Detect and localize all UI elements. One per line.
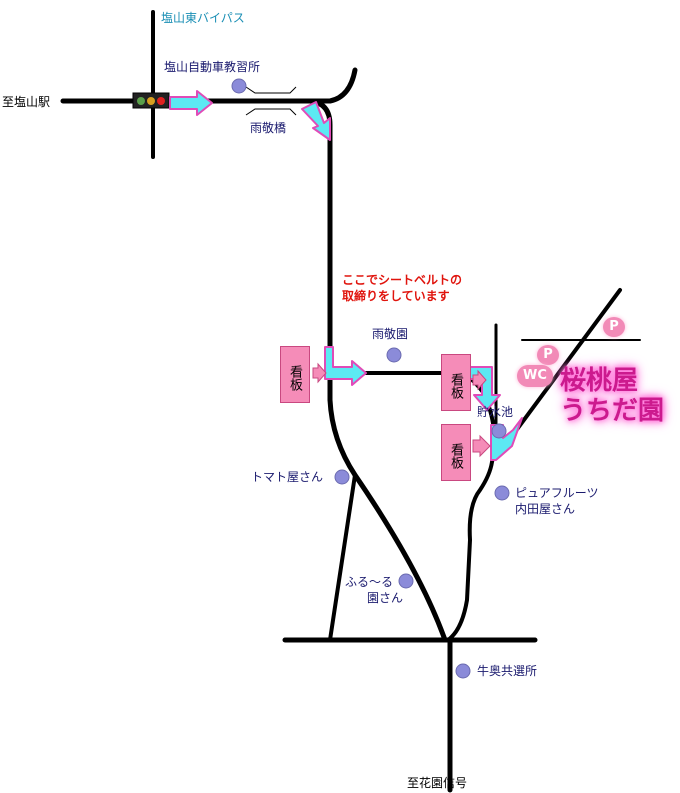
label-driving-school: 塩山自動車教習所 [164,60,261,74]
label-ukeien: 雨敬園 [372,327,409,341]
roads [60,10,641,793]
traffic-light [132,92,170,109]
parking-icon-1: P [603,317,625,337]
label-tomato: トマト屋さん [251,470,324,484]
signboard-3: 看板 [441,424,471,481]
dot-pure-fruits [494,485,510,501]
label-chosuichi: 貯水池 [477,405,514,419]
signboard-1: 看板 [280,346,310,403]
dot-gyuoku [455,663,471,679]
label-hanazono: 至花園信号 [407,776,468,790]
dot-ukeien [386,347,402,363]
bridge-marks [245,86,297,116]
label-pure-fruits-1: ピュアフルーツ [515,486,599,500]
road-nw-diag [328,473,357,642]
label-seatbelt-line2: 取締りをしています [342,289,450,303]
destination-line2: うちだ園 [560,396,665,426]
label-furu-1: ふる～る [345,575,394,589]
label-gyuoku: 牛奥共選所 [477,664,538,678]
dot-driving-school [231,78,247,94]
road-main-south [307,98,448,643]
destination-line1: 桜桃屋 [560,366,639,396]
sign-pointer-2 [472,369,487,391]
label-enzan-station: 至塩山駅 [2,95,51,109]
label-ukei-bridge: 雨敬橋 [250,121,287,135]
label-bypass: 塩山東バイパス [161,11,245,25]
destination-title: 桜桃屋 うちだ園 [560,366,664,426]
arrow-turn-ukeien [324,346,367,386]
dot-furu [398,573,414,589]
label-pure-fruits-2: 内田屋さん [515,502,576,516]
sign-pointers [312,362,491,458]
road-main-curve [327,67,358,104]
label-furu-2: 園さん [367,591,404,605]
dot-chosuichi [491,423,507,439]
arrow-down-bridge [301,101,331,141]
landmark-dots [231,78,510,679]
label-seatbelt-line1: ここでシートベルトの [342,273,463,287]
wc-icon: WC [517,365,553,387]
parking-icon-2: P [537,345,559,365]
signboard-2: 看板 [441,354,471,411]
arrow-east-1 [169,90,213,116]
dot-tomato [334,469,350,485]
